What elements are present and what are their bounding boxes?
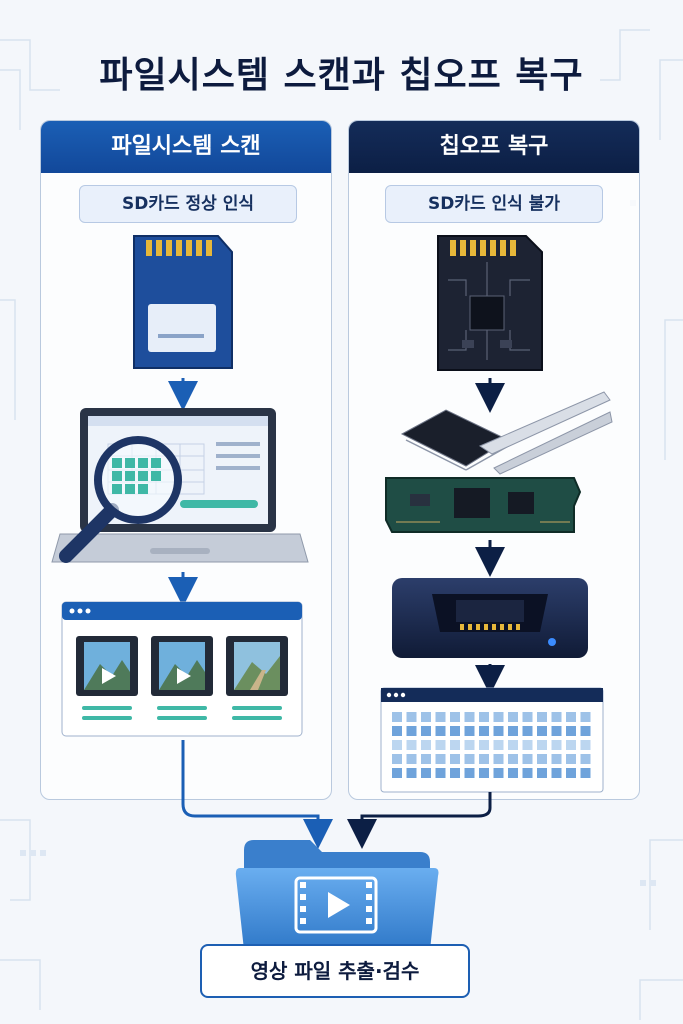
data-block	[580, 726, 591, 736]
data-block	[450, 712, 460, 722]
data-block	[406, 726, 417, 736]
data-block	[493, 712, 504, 722]
data-block	[479, 754, 489, 764]
data-block	[435, 754, 446, 764]
data-block	[464, 754, 475, 764]
data-block	[392, 740, 402, 750]
data-block	[421, 740, 431, 750]
data-block	[406, 740, 417, 750]
filesystem-scan-header: 파일시스템 스캔	[41, 121, 331, 173]
data-block	[392, 726, 402, 736]
data-block	[464, 726, 475, 736]
data-block	[566, 712, 576, 722]
data-block	[537, 712, 547, 722]
data-block	[435, 768, 446, 778]
video-thumbnail-icon	[76, 636, 138, 696]
data-block	[406, 768, 417, 778]
data-block	[580, 740, 591, 750]
data-block	[450, 740, 460, 750]
chip-off-header: 칩오프 복구	[349, 121, 639, 173]
video-file-icon	[294, 876, 378, 934]
data-block	[566, 754, 576, 764]
data-block	[522, 768, 533, 778]
data-block	[580, 754, 591, 764]
sd-unrecognized-badge: SD카드 인식 불가	[385, 185, 603, 223]
data-block	[522, 740, 533, 750]
sd-recognized-badge: SD카드 정상 인식	[79, 185, 297, 223]
data-block	[508, 726, 518, 736]
data-block	[493, 740, 504, 750]
data-block	[479, 740, 489, 750]
data-block	[493, 754, 504, 764]
data-block	[522, 726, 533, 736]
data-block	[450, 768, 460, 778]
data-block	[450, 754, 460, 764]
data-block	[537, 740, 547, 750]
data-block	[479, 726, 489, 736]
sd-card-icon	[133, 235, 233, 369]
data-block	[493, 768, 504, 778]
data-block	[493, 726, 504, 736]
data-block	[551, 768, 562, 778]
chip-reader-icon	[392, 578, 588, 658]
data-block	[392, 768, 402, 778]
left-flow-connector	[181, 740, 333, 849]
data-block	[406, 712, 417, 722]
data-block	[464, 768, 475, 778]
data-block	[551, 754, 562, 764]
data-block	[435, 712, 446, 722]
data-block	[566, 768, 576, 778]
data-block	[580, 712, 591, 722]
page-title: 파일시스템 스캔과 칩오프 복구	[99, 55, 584, 96]
data-block	[522, 712, 533, 722]
data-block	[566, 740, 576, 750]
data-block	[392, 754, 402, 764]
tweezers-chip-icon	[400, 391, 613, 475]
data-block	[421, 754, 431, 764]
laptop-scan-icon	[51, 408, 309, 563]
data-block	[537, 726, 547, 736]
data-block	[508, 768, 518, 778]
data-block	[508, 712, 518, 722]
data-block	[450, 726, 460, 736]
data-block	[435, 740, 446, 750]
data-block	[580, 768, 591, 778]
video-thumbnail-icon	[226, 636, 288, 696]
damaged-sd-card-icon	[437, 235, 543, 371]
data-block	[508, 754, 518, 764]
data-block	[522, 754, 533, 764]
data-block	[421, 726, 431, 736]
data-block	[508, 740, 518, 750]
extract-verify-label: 영상 파일 추출·검수	[200, 944, 470, 998]
data-block	[537, 768, 547, 778]
right-flow-connector	[347, 792, 492, 849]
data-block	[435, 726, 446, 736]
data-block	[479, 712, 489, 722]
data-block	[551, 712, 562, 722]
data-block	[421, 768, 431, 778]
pcb-board-icon	[385, 477, 582, 533]
data-block	[551, 740, 562, 750]
data-block	[421, 712, 431, 722]
data-block	[551, 726, 562, 736]
data-block	[566, 726, 576, 736]
data-block	[392, 712, 402, 722]
data-block	[479, 768, 489, 778]
data-block	[406, 754, 417, 764]
data-block-grid	[392, 712, 591, 778]
data-block	[464, 712, 475, 722]
data-block	[464, 740, 475, 750]
data-block	[537, 754, 547, 764]
video-thumbnail-icon	[151, 636, 213, 696]
